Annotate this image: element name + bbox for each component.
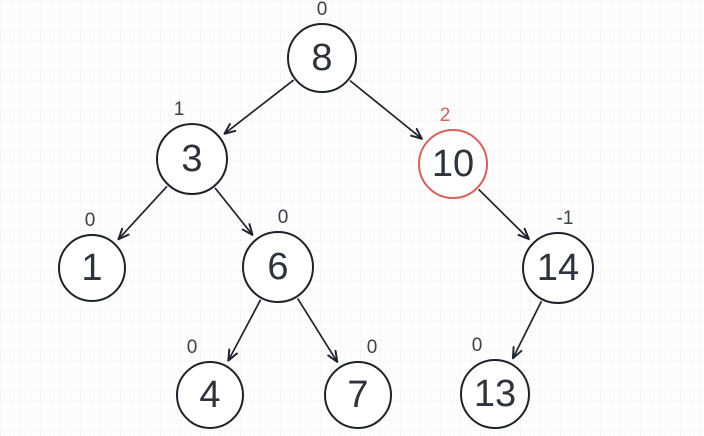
balance-factor-label-14: -1 (557, 208, 574, 229)
edge-3-to-1 (117, 185, 168, 241)
node-circle-3 (156, 123, 228, 195)
node-circle-10 (418, 129, 488, 199)
node-circle-8 (287, 23, 357, 93)
tree-node-6: 60 (242, 207, 314, 303)
tree-node-3: 31 (156, 99, 228, 195)
balance-factor-label-3: 1 (174, 99, 185, 120)
edge-6-to-7 (296, 297, 339, 363)
node-value-7: 7 (347, 374, 368, 416)
balance-factor-label-1: 0 (85, 210, 96, 231)
node-value-10: 10 (432, 143, 474, 185)
tree-node-4: 40 (176, 337, 244, 429)
edge-3-to-6 (214, 187, 254, 236)
balance-factor-label-10: 2 (440, 105, 451, 126)
tree-node-14: 14 -1 (522, 208, 594, 304)
balance-factor-label-4: 0 (187, 337, 198, 358)
edge-8-to-10 (349, 79, 423, 140)
tree-node-7: 70 (324, 337, 392, 429)
node-value-3: 3 (181, 138, 202, 180)
node-circle-14 (522, 232, 594, 304)
node-circle-4 (176, 361, 244, 429)
node-circle-6 (242, 231, 314, 303)
balance-factor-label-13: 0 (472, 335, 483, 356)
balance-factor-label-7: 0 (367, 337, 378, 358)
node-circle-1 (58, 234, 126, 302)
balance-factor-label-8: 0 (317, 0, 328, 20)
node-value-14: 14 (537, 247, 579, 289)
edge-10-to-14 (478, 188, 530, 241)
node-circle-7 (324, 361, 392, 429)
tree-node-1: 10 (58, 210, 126, 302)
tree-node-8: 80 (287, 0, 357, 93)
edge-14-to-13 (511, 300, 543, 360)
node-value-6: 6 (267, 246, 288, 288)
node-value-1: 1 (81, 247, 102, 289)
tree-node-13: 13 0 (460, 335, 530, 429)
node-value-8: 8 (311, 37, 332, 79)
node-value-4: 4 (199, 374, 220, 416)
node-circle-13 (460, 359, 530, 429)
edge-6-to-4 (227, 299, 262, 362)
edge-8-to-3 (223, 79, 295, 135)
tree-node-10: 10 2 (418, 105, 488, 199)
node-value-13: 13 (474, 373, 516, 415)
balance-factor-label-6: 0 (278, 207, 289, 228)
